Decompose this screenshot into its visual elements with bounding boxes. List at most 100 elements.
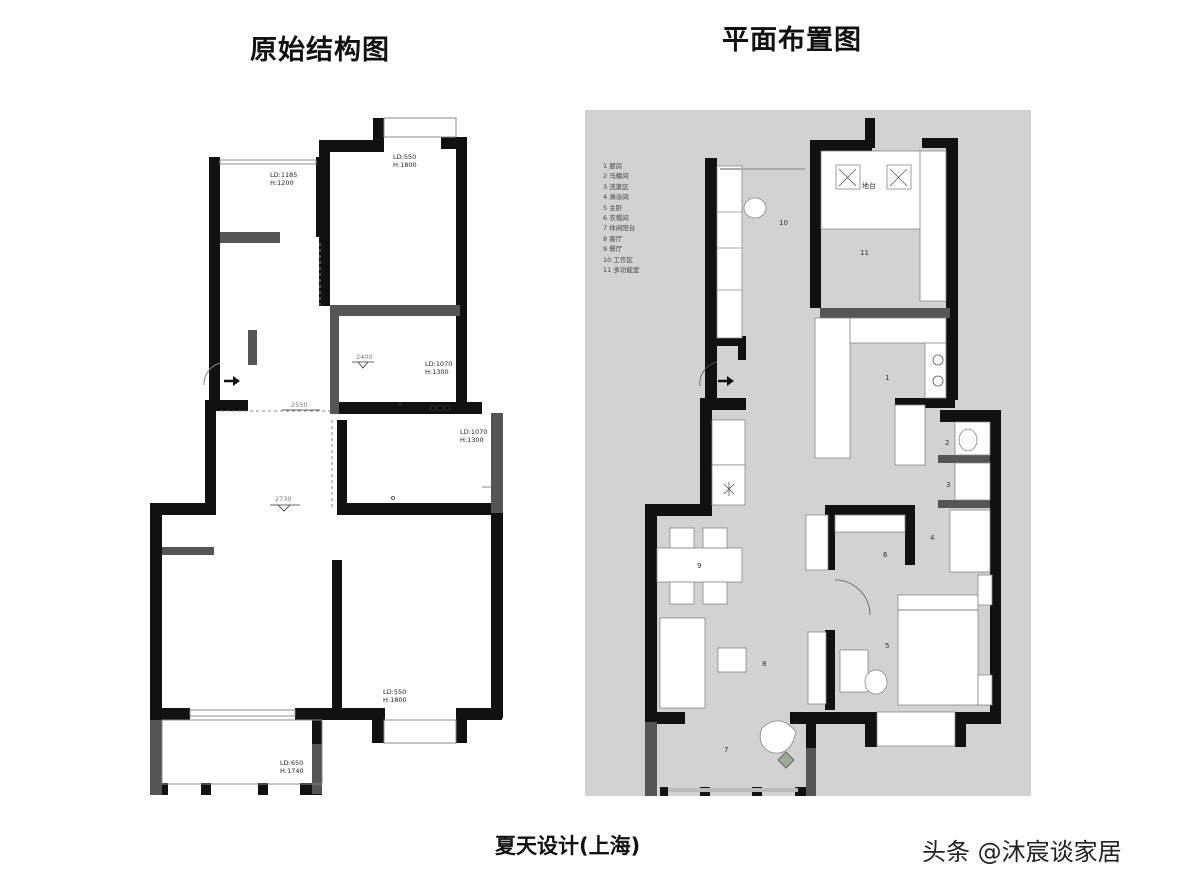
dining-chair — [702, 527, 728, 549]
window-tag-ld: LD:1070 — [460, 428, 487, 436]
dining-chair — [669, 581, 695, 605]
wall-grey — [150, 720, 162, 795]
wall — [795, 787, 815, 796]
wall — [150, 708, 190, 720]
dining-table — [656, 547, 743, 583]
wall-grey — [491, 413, 503, 513]
fixture — [391, 496, 395, 500]
wall — [895, 398, 955, 408]
legend-item: 10 工作区 — [603, 255, 633, 264]
watermark: 头条 @沐宸谈家居 — [922, 838, 1122, 866]
legend-item: 8 客厅 — [603, 234, 623, 243]
nightstand — [977, 574, 993, 606]
wall — [700, 410, 712, 507]
room-legend: 1 厨房 2 马桶间 3 洗漱区 4 淋浴间 5 主卧 6 衣帽间 7 休闲阳台… — [603, 161, 639, 275]
dining-chair — [669, 527, 695, 549]
window-tag-ld: LD:650 — [280, 759, 303, 767]
fixture — [429, 404, 437, 412]
window-tag-ld: LD:550 — [393, 153, 416, 161]
wall-grey — [330, 316, 339, 414]
wall — [645, 504, 657, 722]
wall — [205, 410, 216, 510]
door-swing — [834, 579, 871, 616]
lamp-x — [889, 168, 908, 187]
window-tag-ld: LD:1070 — [425, 360, 452, 368]
wall — [209, 295, 220, 345]
bed — [897, 594, 979, 706]
wall — [312, 708, 322, 744]
level-marker — [357, 361, 369, 369]
legend-item: 2 马桶间 — [603, 172, 629, 181]
wall — [319, 140, 330, 306]
closet-cabinet — [805, 514, 829, 571]
wall-grey — [248, 330, 257, 365]
room-number: 7 — [724, 746, 728, 754]
window-tag-h: H:1200 — [270, 179, 294, 187]
work-desk — [716, 165, 743, 339]
lounge-chair — [759, 720, 797, 754]
wall-grey — [220, 232, 280, 243]
plant-icon — [777, 751, 795, 769]
sofa — [659, 617, 706, 709]
wall — [209, 157, 220, 295]
wall — [955, 712, 966, 747]
wall-grey — [938, 455, 990, 463]
wall — [990, 410, 1001, 720]
coffee-table — [717, 647, 747, 673]
entry-arrow-icon — [224, 376, 240, 386]
wall — [456, 708, 467, 743]
snowflake-icon — [723, 482, 735, 496]
wall — [332, 402, 482, 414]
original-structure-title: 原始结构图 — [250, 35, 390, 66]
window-tag-ld: LD:1185 — [270, 171, 297, 179]
shoe-cabinet — [711, 464, 746, 506]
room-number: 2 — [945, 439, 949, 447]
door-swing — [699, 361, 718, 387]
wall — [295, 708, 385, 720]
wall — [865, 712, 877, 747]
wall-grey — [806, 748, 816, 796]
dimension-label: 2400 — [356, 353, 373, 361]
lamp-x — [838, 168, 857, 187]
entry-arrow-icon — [718, 376, 734, 386]
door-swing — [203, 362, 221, 386]
fixture — [443, 404, 451, 412]
wall — [922, 138, 958, 148]
designer-caption: 夏天设计(上海) — [495, 834, 641, 858]
legend-item: 11 多功能室 — [603, 266, 640, 275]
wall — [160, 783, 168, 795]
layout-plan-title: 平面布置图 — [722, 25, 862, 56]
tatami-platform — [820, 150, 922, 230]
window — [219, 159, 317, 165]
chair — [864, 669, 888, 695]
wall-grey — [645, 722, 657, 796]
wall-grey — [330, 305, 460, 316]
wall — [810, 140, 821, 308]
wall — [940, 410, 1000, 422]
window-tag-h: H:1300 — [425, 368, 449, 376]
wall-grey — [938, 500, 990, 508]
fixture — [398, 402, 402, 406]
wall — [830, 505, 910, 515]
dining-chair — [702, 581, 728, 605]
shower — [949, 509, 991, 573]
room-number: 1 — [885, 374, 889, 382]
wall — [705, 158, 717, 341]
room-number: 10 — [779, 219, 788, 227]
tatami-label: 地台 — [862, 181, 876, 190]
wall — [645, 712, 685, 724]
wall — [865, 118, 875, 148]
kitchen-counter-side — [924, 342, 947, 399]
wall — [825, 505, 835, 570]
wall — [201, 783, 211, 795]
sink-icon — [932, 375, 944, 387]
window — [668, 788, 798, 792]
wall — [946, 138, 958, 400]
wall — [660, 787, 668, 796]
window-tag-h: H:1740 — [280, 767, 304, 775]
dimension-label: 2730 — [275, 495, 292, 503]
desk-chair — [743, 197, 767, 219]
laundry-cabinet — [711, 419, 746, 466]
wall — [955, 712, 1001, 724]
